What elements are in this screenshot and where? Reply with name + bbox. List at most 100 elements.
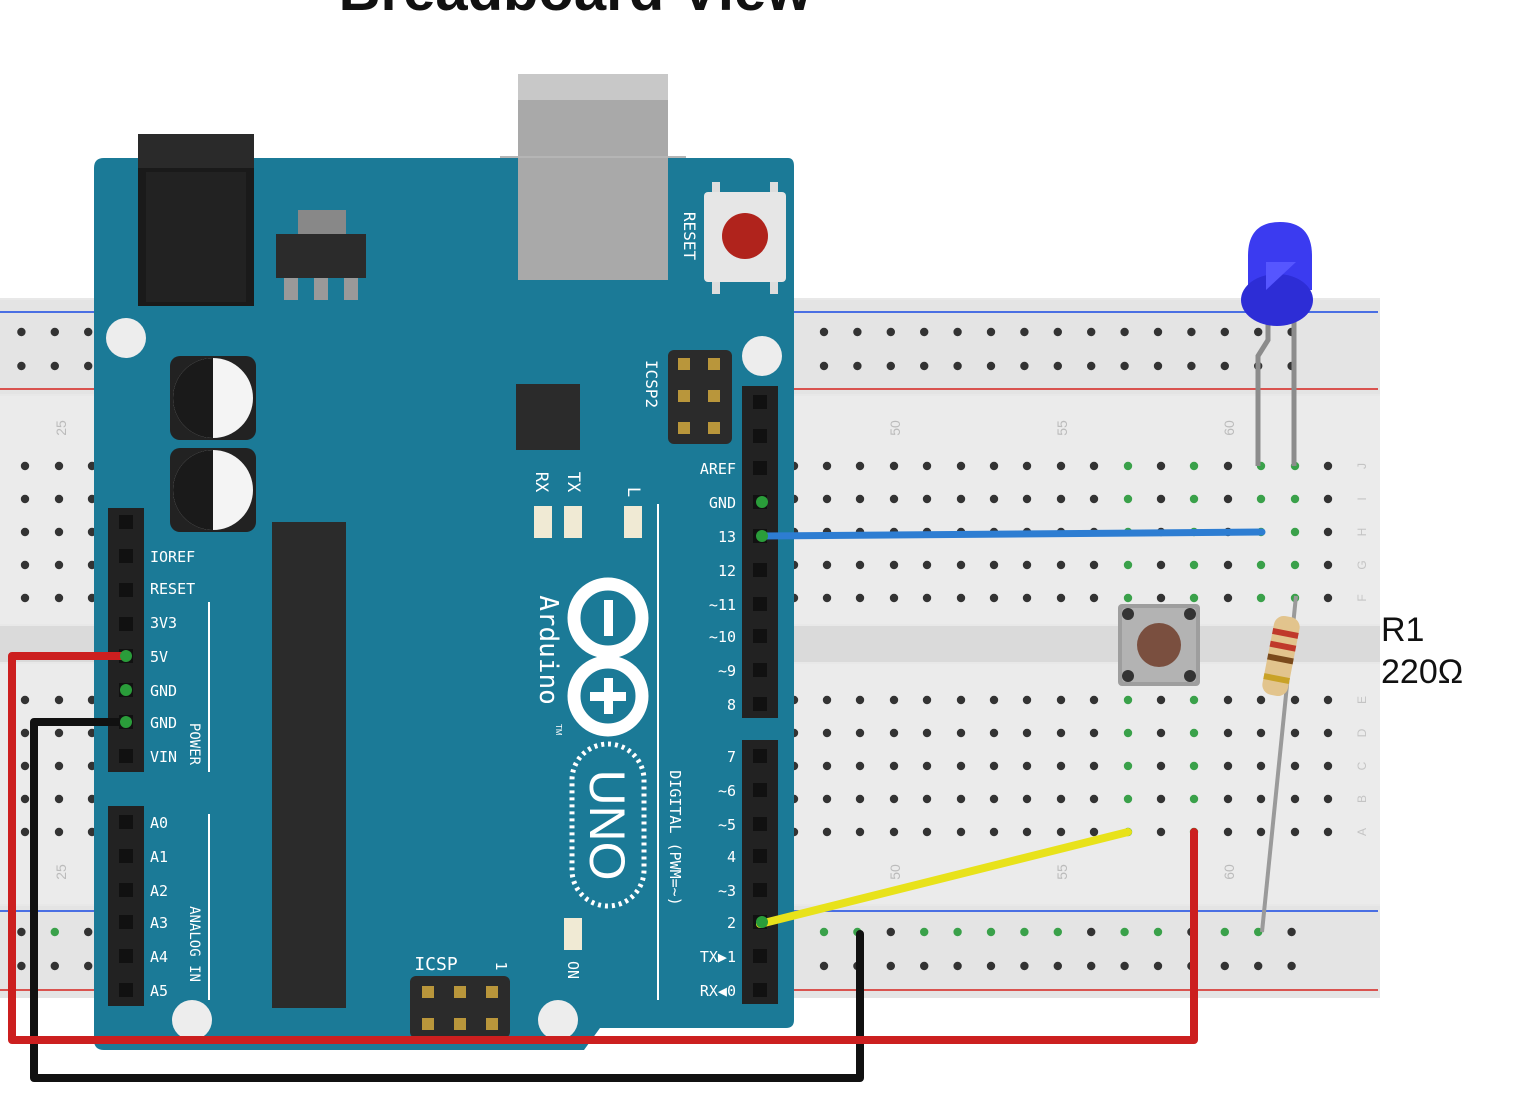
breadboard-hole[interactable] — [1120, 927, 1129, 937]
breadboard-hole[interactable] — [855, 794, 865, 804]
breadboard-hole[interactable] — [822, 728, 832, 738]
breadboard-hole[interactable] — [989, 827, 999, 837]
breadboard-hole[interactable] — [1089, 728, 1099, 738]
breadboard-hole[interactable] — [1187, 327, 1196, 337]
header-pin[interactable] — [753, 461, 767, 475]
breadboard-hole[interactable] — [1223, 827, 1233, 837]
breadboard-hole[interactable] — [54, 461, 64, 471]
breadboard-hole[interactable] — [855, 695, 865, 705]
breadboard-hole[interactable] — [1089, 695, 1099, 705]
breadboard-hole[interactable] — [1056, 695, 1066, 705]
breadboard-hole[interactable] — [956, 728, 966, 738]
breadboard-hole[interactable] — [956, 794, 966, 804]
breadboard-hole[interactable] — [1153, 327, 1163, 337]
header-pin[interactable] — [753, 697, 767, 711]
breadboard-hole[interactable] — [54, 794, 64, 804]
breadboard-hole[interactable] — [1123, 794, 1133, 804]
breadboard-hole[interactable] — [1053, 327, 1063, 337]
breadboard-hole[interactable] — [1022, 695, 1032, 705]
breadboard-hole[interactable] — [1089, 593, 1099, 603]
breadboard-hole[interactable] — [1223, 560, 1233, 570]
breadboard-hole[interactable] — [1020, 361, 1029, 371]
breadboard-hole[interactable] — [1220, 961, 1230, 971]
breadboard-hole[interactable] — [819, 961, 829, 971]
breadboard-hole[interactable] — [1123, 461, 1133, 471]
breadboard-hole[interactable] — [1323, 494, 1333, 504]
breadboard-hole[interactable] — [1156, 695, 1166, 705]
breadboard-hole[interactable] — [1254, 961, 1263, 971]
breadboard-hole[interactable] — [1056, 827, 1066, 837]
breadboard-hole[interactable] — [1022, 494, 1032, 504]
breadboard-hole[interactable] — [920, 961, 929, 971]
breadboard-hole[interactable] — [855, 494, 865, 504]
breadboard-hole[interactable] — [1290, 494, 1300, 504]
wire-gnd-black[interactable] — [30, 718, 864, 1082]
breadboard-hole[interactable] — [1123, 728, 1133, 738]
breadboard-hole[interactable] — [1123, 593, 1133, 603]
breadboard-hole[interactable] — [1087, 961, 1096, 971]
header-pin[interactable] — [753, 817, 767, 831]
breadboard-hole[interactable] — [1323, 560, 1333, 570]
breadboard-hole[interactable] — [1056, 593, 1066, 603]
breadboard-hole[interactable] — [1256, 728, 1266, 738]
breadboard-hole[interactable] — [1323, 527, 1333, 537]
breadboard-hole[interactable] — [889, 461, 899, 471]
breadboard-hole[interactable] — [1089, 461, 1099, 471]
breadboard-hole[interactable] — [986, 327, 996, 337]
breadboard-hole[interactable] — [1120, 361, 1129, 371]
breadboard-hole[interactable] — [1254, 327, 1263, 337]
breadboard-hole[interactable] — [986, 361, 996, 371]
breadboard-hole[interactable] — [956, 560, 966, 570]
breadboard-hole[interactable] — [1087, 327, 1096, 337]
breadboard-hole[interactable] — [1089, 761, 1099, 771]
header-pin[interactable] — [753, 629, 767, 643]
breadboard-hole[interactable] — [1156, 593, 1166, 603]
breadboard-hole[interactable] — [50, 927, 59, 937]
breadboard-hole[interactable] — [1020, 927, 1029, 937]
header-pin[interactable] — [753, 949, 767, 963]
breadboard-hole[interactable] — [54, 695, 64, 705]
header-pin[interactable] — [753, 749, 767, 763]
breadboard-hole[interactable] — [822, 761, 832, 771]
breadboard-hole[interactable] — [1089, 560, 1099, 570]
breadboard-hole[interactable] — [922, 494, 932, 504]
breadboard-hole[interactable] — [20, 728, 30, 738]
breadboard-hole[interactable] — [889, 695, 899, 705]
breadboard-hole[interactable] — [17, 327, 26, 337]
breadboard-hole[interactable] — [1156, 728, 1166, 738]
breadboard-hole[interactable] — [1223, 461, 1233, 471]
breadboard-hole[interactable] — [1022, 560, 1032, 570]
breadboard-hole[interactable] — [989, 728, 999, 738]
breadboard-hole[interactable] — [1223, 593, 1233, 603]
breadboard-hole[interactable] — [1223, 695, 1233, 705]
breadboard-hole[interactable] — [956, 494, 966, 504]
breadboard-hole[interactable] — [920, 327, 929, 337]
breadboard-hole[interactable] — [1189, 560, 1199, 570]
breadboard-hole[interactable] — [20, 761, 30, 771]
breadboard-hole[interactable] — [953, 927, 962, 937]
breadboard-hole[interactable] — [1223, 494, 1233, 504]
breadboard-hole[interactable] — [1290, 560, 1300, 570]
blue-led[interactable] — [1241, 222, 1313, 466]
breadboard-hole[interactable] — [84, 361, 93, 371]
breadboard-hole[interactable] — [822, 494, 832, 504]
breadboard-hole[interactable] — [822, 593, 832, 603]
breadboard-hole[interactable] — [1323, 461, 1333, 471]
breadboard-hole[interactable] — [1256, 761, 1266, 771]
breadboard-hole[interactable] — [1020, 961, 1029, 971]
header-pin[interactable] — [753, 429, 767, 443]
header-pin[interactable] — [119, 949, 133, 963]
breadboard-hole[interactable] — [1020, 327, 1029, 337]
breadboard-hole[interactable] — [1022, 761, 1032, 771]
breadboard-hole[interactable] — [1189, 494, 1199, 504]
breadboard-hole[interactable] — [819, 927, 829, 937]
header-pin[interactable] — [753, 663, 767, 677]
breadboard-hole[interactable] — [819, 361, 829, 371]
breadboard-hole[interactable] — [20, 527, 30, 537]
breadboard-hole[interactable] — [1187, 361, 1196, 371]
breadboard-hole[interactable] — [54, 560, 64, 570]
breadboard-hole[interactable] — [1089, 794, 1099, 804]
breadboard-hole[interactable] — [20, 794, 30, 804]
wire-pin13-blue[interactable] — [756, 528, 1266, 540]
breadboard-hole[interactable] — [1089, 827, 1099, 837]
